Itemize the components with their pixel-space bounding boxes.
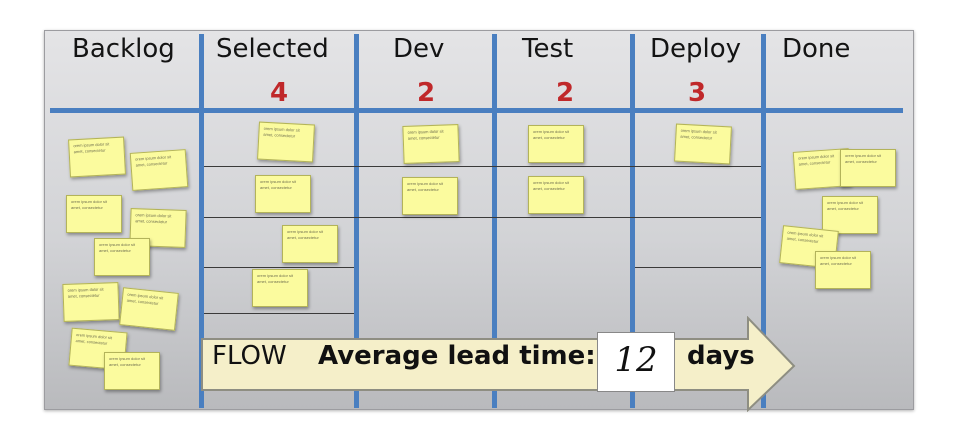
wip-limit-dev: 2: [417, 78, 436, 108]
column-header-test: Test: [522, 34, 574, 64]
lane-line: [204, 166, 761, 167]
lane-line: [204, 313, 354, 314]
lane-line: [204, 217, 761, 218]
column-header-backlog: Backlog: [72, 34, 175, 64]
wip-limit-selected: 4: [270, 78, 289, 108]
lane-line: [635, 267, 761, 268]
sticky-note[interactable]: orem ipsum dolor sit amet, consectetur: [282, 225, 338, 263]
sticky-note[interactable]: orem ipsum dolor sit amet, consectetur: [104, 352, 160, 390]
sticky-note[interactable]: orem ipsum dolor sit amet, consectetur: [402, 177, 458, 215]
sticky-note[interactable]: orem ipsum dolor sit amet, consectetur: [252, 269, 308, 307]
wip-limit-deploy: 3: [688, 78, 707, 108]
sticky-note[interactable]: orem ipsum dolor sit amet, consectetur: [94, 238, 150, 276]
sticky-note[interactable]: orem ipsum dolor sit amet, consectetur: [528, 176, 584, 214]
sticky-note[interactable]: orem ipsum dolor sit amet, consectetur: [66, 195, 122, 233]
sticky-note[interactable]: orem ipsum dolor sit amet, consectetur: [528, 125, 584, 163]
sticky-note[interactable]: orem ipsum dolor sit amet, consectetur: [815, 251, 871, 289]
lead-time-unit: days: [687, 341, 755, 371]
header-divider: [50, 108, 903, 113]
sticky-note[interactable]: orem ipsum dolor sit amet, consectetur: [402, 124, 460, 164]
flow-label: FLOW: [212, 341, 287, 371]
sticky-note[interactable]: orem ipsum dolor sit amet, consectetur: [129, 149, 189, 191]
wip-limit-test: 2: [556, 78, 575, 108]
sticky-note[interactable]: orem ipsum dolor sit amet, consectetur: [68, 136, 126, 178]
column-header-deploy: Deploy: [650, 34, 742, 64]
column-divider: [761, 34, 766, 408]
lead-time-value: 12: [597, 332, 675, 392]
sticky-note[interactable]: orem ipsum dolor sit amet, consectetur: [822, 196, 878, 234]
column-divider: [630, 34, 635, 408]
sticky-note[interactable]: orem ipsum dolor sit amet, consectetur: [62, 282, 120, 322]
column-divider: [492, 34, 497, 408]
sticky-note[interactable]: orem ipsum dolor sit amet, consectetur: [674, 123, 732, 165]
sticky-note[interactable]: orem ipsum dolor sit amet, consectetur: [840, 149, 896, 187]
sticky-note[interactable]: orem ipsum dolor sit amet, consectetur: [257, 121, 315, 163]
column-divider: [354, 34, 359, 408]
sticky-note[interactable]: orem ipsum dolor sit amet, consectetur: [119, 287, 179, 331]
sticky-note[interactable]: orem ipsum dolor sit amet, consectetur: [255, 175, 311, 213]
lead-time-label: Average lead time:: [318, 341, 596, 371]
column-header-dev: Dev: [393, 34, 445, 64]
column-header-selected: Selected: [216, 34, 329, 64]
lane-line: [204, 267, 354, 268]
column-header-done: Done: [782, 34, 851, 64]
column-divider: [199, 34, 204, 408]
